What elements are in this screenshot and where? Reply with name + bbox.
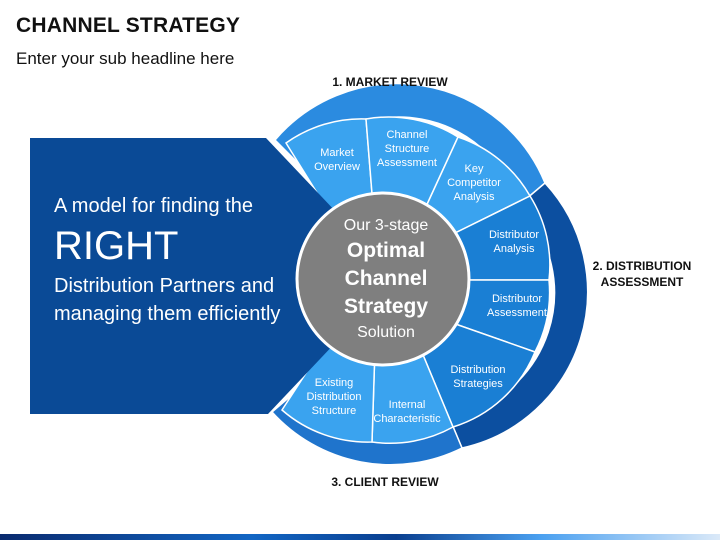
label-distribution-assessment: 2. DISTRIBUTION ASSESSMENT: [572, 258, 712, 290]
center-circle: [295, 191, 471, 367]
key-competitor-l2: Competitor: [447, 177, 501, 189]
label-market-review: 1. MARKET REVIEW: [332, 75, 448, 89]
market-overview-l1: Market: [320, 147, 354, 159]
key-competitor-l3: Analysis: [454, 191, 495, 203]
channel-structure-l1: Channel: [387, 129, 428, 141]
channel-structure-l3: Assessment: [377, 157, 437, 169]
tagline-panel: [30, 138, 338, 414]
key-competitor-l1: Key: [465, 163, 484, 175]
market-overview-l2: Overview: [314, 161, 360, 173]
internal-characteristic-l1: Internal: [389, 399, 426, 411]
distributor-assessment-l2: Assessment: [487, 307, 547, 319]
existing-distribution-l1: Existing: [315, 377, 354, 389]
tagline-line1: A model for finding the: [54, 195, 254, 217]
center-line3: Channel: [345, 267, 428, 290]
label-client-review: 3. CLIENT REVIEW: [331, 475, 439, 489]
page-title: CHANNEL STRATEGY: [16, 14, 241, 37]
channel-structure-l2: Structure: [385, 143, 430, 155]
internal-characteristic-l2: Characteristic: [373, 413, 441, 425]
center-line2: Optimal: [347, 239, 425, 262]
center-line1: Our 3-stage: [344, 217, 429, 234]
distributor-analysis-l2: Analysis: [494, 243, 535, 255]
footer-bar: [0, 534, 720, 540]
distribution-strategies-l2: Strategies: [453, 378, 503, 390]
center-line5: Solution: [357, 324, 415, 341]
page-subtitle: Enter your sub headline here: [16, 49, 235, 68]
distribution-strategies-l1: Distribution: [450, 364, 505, 376]
existing-distribution-l3: Structure: [312, 405, 357, 417]
tagline-line2: Distribution Partners and managing them …: [54, 275, 281, 325]
center-line4: Strategy: [344, 295, 428, 318]
tagline-big: RIGHT: [54, 224, 179, 268]
tagline: A model for finding the RIGHT Distributi…: [54, 192, 294, 328]
label-distribution-line2: ASSESSMENT: [600, 275, 684, 289]
label-distribution-line1: 2. DISTRIBUTION: [592, 259, 692, 273]
existing-distribution-l2: Distribution: [306, 391, 361, 403]
distributor-analysis-l1: Distributor: [489, 229, 539, 241]
distributor-assessment-l1: Distributor: [492, 293, 542, 305]
